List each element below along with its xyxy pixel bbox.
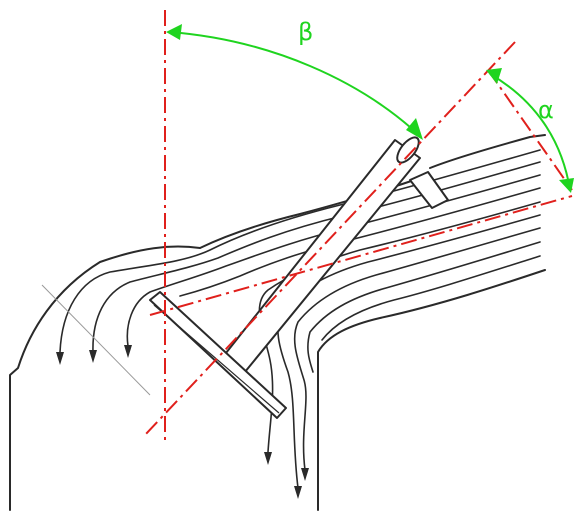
angle-arcs: [169, 31, 571, 191]
arrowhead-icon: [486, 68, 502, 84]
arrowhead-icon: [166, 24, 182, 40]
valve-axis-line: [149, 195, 573, 316]
flow-arrow-icon: [301, 468, 309, 481]
alpha-label: α: [538, 96, 554, 124]
valve-head: [149, 291, 287, 419]
angle-arrowheads: [166, 24, 574, 193]
streamline: [293, 227, 541, 471]
combustion-chamber-wall: [9, 245, 201, 511]
flow-arrow-icon: [89, 350, 97, 363]
valve: [149, 171, 449, 419]
valve-stem: [409, 171, 449, 209]
port-streamlines: [59, 149, 541, 489]
streamline: [59, 149, 541, 353]
streamline: [258, 201, 541, 453]
construction-line: [41, 284, 151, 396]
arrowhead-icon: [559, 178, 574, 193]
port-outer-wall: [429, 134, 546, 169]
injector-axis-line: [144, 41, 516, 436]
flow-arrow-icon: [264, 452, 272, 465]
arrowhead-icon: [406, 118, 423, 140]
beta-label: β: [298, 18, 313, 46]
alpha-arc: [489, 73, 571, 191]
flow-arrow-icon: [124, 345, 132, 358]
center-lines: [144, 10, 573, 440]
flow-arrows: [56, 345, 309, 499]
flow-arrow-icon: [294, 486, 302, 499]
flow-arrow-icon: [56, 352, 64, 365]
streamline: [321, 255, 541, 341]
streamline: [307, 241, 541, 373]
alpha-reference-line: [487, 69, 573, 191]
beta-arc: [169, 31, 421, 137]
port-lower-wall: [317, 269, 546, 511]
injector-tip: [396, 136, 420, 164]
